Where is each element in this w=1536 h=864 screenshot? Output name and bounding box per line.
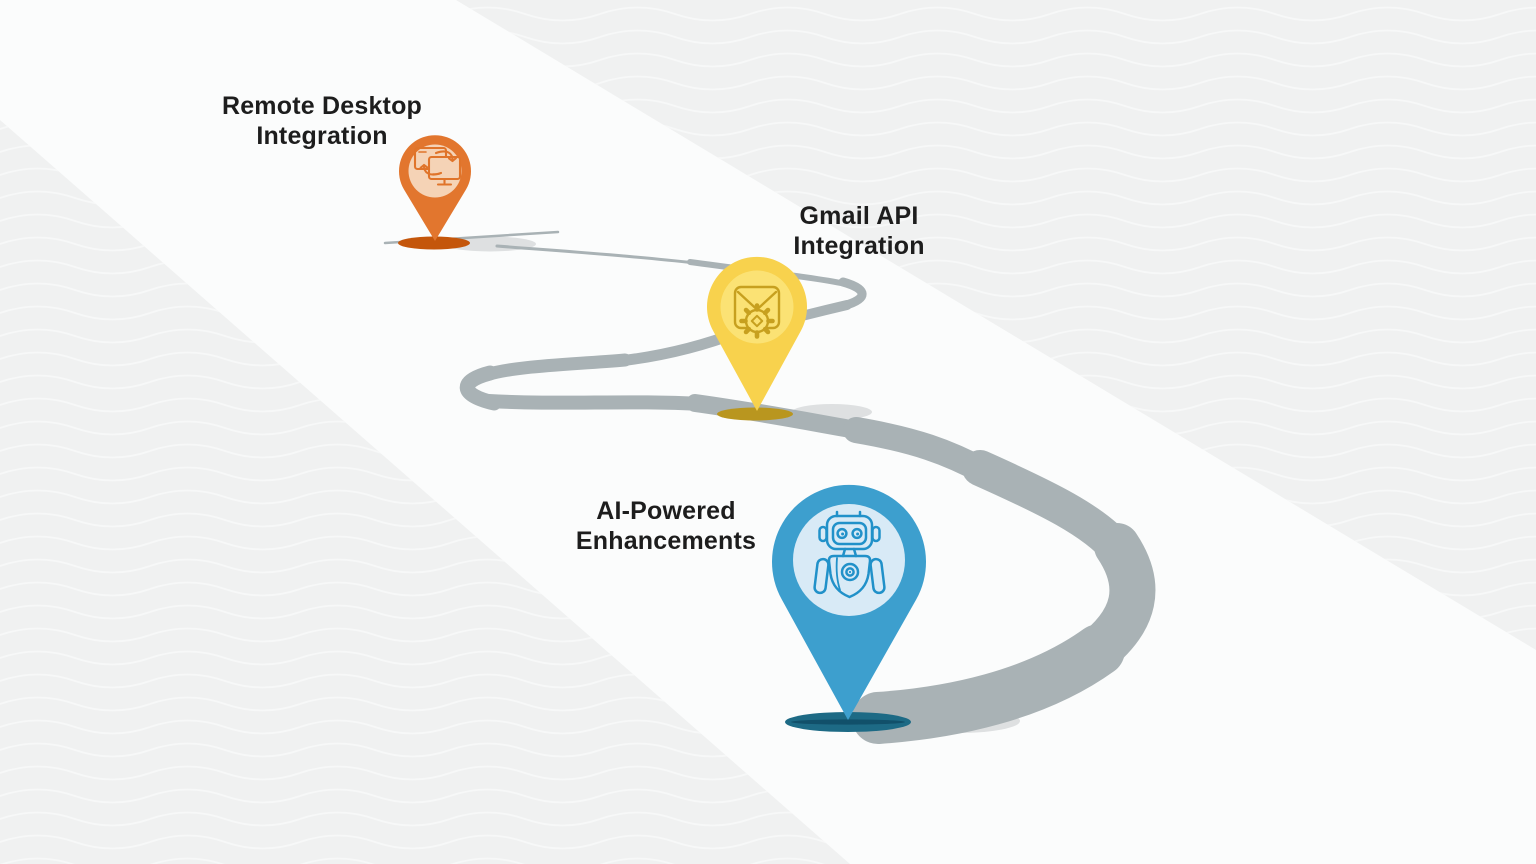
front-monitor — [429, 157, 460, 179]
milestone-label-gmail-api: Gmail API Integration — [699, 201, 1019, 261]
pin-base-ai-stripe — [791, 719, 905, 724]
gear-tooth — [765, 329, 768, 332]
milestone-label-ai-powered: AI-Powered Enhancements — [506, 496, 826, 556]
road-segment — [489, 401, 700, 404]
gear-tooth — [746, 310, 749, 313]
robot-pupil-right — [856, 533, 859, 536]
milestone-label-remote-desktop: Remote Desktop Integration — [162, 91, 482, 151]
robot-pupil-left — [841, 533, 844, 536]
gear-tooth — [746, 329, 749, 332]
robot-core-dot — [849, 571, 851, 573]
pin-base-gmail-api — [717, 408, 793, 421]
gear-tooth — [765, 310, 768, 313]
